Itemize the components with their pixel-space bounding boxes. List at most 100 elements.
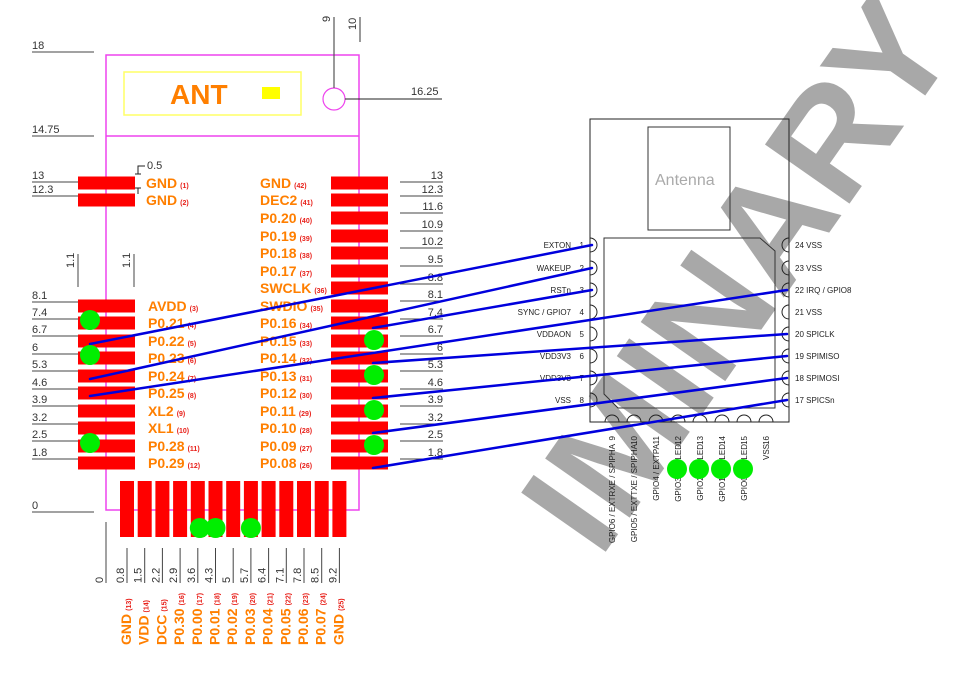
pin-label: RSTn — [551, 286, 571, 295]
dim-label: 13 — [431, 170, 443, 182]
antenna-box — [647, 126, 731, 231]
pad-gnd — [331, 176, 388, 190]
pin-label: 23 VSS — [795, 264, 822, 273]
dim-label: 9.2 — [327, 568, 339, 583]
marker-pin-15 — [733, 459, 753, 479]
dim-label: 8.1 — [32, 290, 47, 302]
castellated-pad — [736, 414, 752, 423]
castellated-pad — [589, 392, 598, 408]
marker-p0-21 — [80, 310, 100, 330]
castellated-pad — [626, 414, 642, 423]
pin-label: DEC2(41) — [260, 192, 313, 208]
pin-label: P0.10(28) — [260, 420, 312, 436]
pin-label: P0.00(17) — [189, 593, 205, 645]
pin-label: P0.28(11) — [148, 438, 200, 454]
pin-label: 17 SPICSn — [795, 396, 835, 405]
dim-label: 4.6 — [32, 377, 47, 389]
pad-gnd — [78, 193, 135, 207]
castellated-pad — [781, 237, 790, 253]
pin-label: 20 SPICLK — [795, 330, 835, 339]
pin-number: 6 — [580, 352, 585, 361]
dim-label: 4.6 — [428, 377, 443, 389]
pin-label: P0.18(38) — [260, 245, 312, 261]
wire-p0-16 — [371, 288, 594, 330]
pin-number: 9 — [608, 435, 617, 440]
left-module: ANT 9 10 16.25 1814.751312.38.17.46.765.… — [32, 16, 443, 645]
castellated-pad — [781, 260, 790, 276]
pin-label: P0.29(12) — [148, 455, 200, 471]
pin-label: P0.07(24) — [313, 593, 329, 645]
dim-label: 6 — [437, 342, 443, 354]
dim-label: 0 — [32, 500, 38, 512]
castellated-pad — [589, 326, 598, 342]
pin-label: GND(1) — [146, 175, 189, 191]
pad-xl1 — [78, 421, 135, 435]
pin-label: P0.15(33) — [260, 333, 312, 349]
pin-number: 4 — [580, 308, 585, 317]
pin-markers — [80, 310, 753, 538]
pin-label: 21 VSS — [795, 308, 822, 317]
dim-label: 7.8 — [292, 568, 304, 583]
pin-label: SYNC / GPIO7 — [518, 308, 572, 317]
dim-label-top-9: 9 — [321, 16, 333, 22]
dim-label: 2.5 — [428, 429, 443, 441]
pad-p0-10 — [331, 421, 388, 435]
wire-p0-25 — [88, 288, 789, 398]
antenna-feed-marker — [262, 87, 280, 99]
dim-label: 3.2 — [428, 412, 443, 424]
castellated-pad — [589, 282, 598, 298]
dim-label: 5.3 — [32, 359, 47, 371]
dim-label: 8.1 — [428, 289, 443, 301]
pad-bottom-9 — [279, 481, 294, 537]
pin-label: P0.30(16) — [171, 593, 187, 645]
pad-bottom-11 — [314, 481, 329, 537]
pin-label: 18 SPIMOSI — [795, 374, 839, 383]
wire-p0-10 — [371, 376, 789, 435]
pin-label: P0.19(39) — [260, 228, 312, 244]
dim-label: 3.9 — [32, 394, 47, 406]
pad-p0-08 — [331, 456, 388, 470]
pad-p0-29 — [78, 456, 135, 470]
castellated-pad — [758, 414, 774, 423]
pad-p0-14 — [331, 351, 388, 365]
pin-label: 22 IRQ / GPIO8 — [795, 286, 852, 295]
dim-label: 0 — [94, 577, 106, 583]
pin-label: EXTON — [544, 241, 572, 250]
castellated-pad — [589, 260, 598, 276]
pad-avdd — [78, 299, 135, 313]
castellated-pad — [589, 370, 598, 386]
marker-p0-03 — [240, 518, 261, 538]
dim-label: 3.9 — [428, 394, 443, 406]
pin-label: P0.04(21) — [260, 593, 276, 645]
dim-label: 5.3 — [428, 359, 443, 371]
pin-label: GND(42) — [260, 175, 307, 191]
pin-label: VDD(14) — [136, 600, 152, 645]
dim-label: 3.2 — [32, 412, 47, 424]
pin-label: P0.17(37) — [260, 263, 312, 279]
marker-pin-14 — [711, 459, 731, 479]
dim-label: 4.3 — [204, 568, 216, 583]
pin-number: 15 — [740, 435, 749, 444]
pin-label: 24 VSS — [795, 241, 822, 250]
pad-p0-18 — [331, 246, 388, 260]
pin-label: P0.12(30) — [260, 385, 312, 401]
pin-number: 8 — [580, 396, 585, 405]
dim-label: 10.9 — [422, 219, 443, 231]
pin-label: P0.13(31) — [260, 368, 312, 384]
pin-number: 11 — [652, 435, 661, 444]
wire-p0-12 — [371, 354, 789, 400]
pin-number: 13 — [696, 435, 705, 444]
dim-label: 0.8 — [115, 568, 127, 583]
pad-bottom-10 — [297, 481, 311, 537]
dim-label: 11.6 — [422, 201, 443, 213]
dim-label: 6 — [32, 342, 38, 354]
dim-label: 10.2 — [422, 236, 443, 248]
pin-label: GPIO6 / EXTRXE / SPIPHA — [608, 443, 617, 543]
pin-number: 7 — [580, 374, 585, 383]
pin-number: 10 — [630, 435, 639, 444]
pad-bottom-6 — [226, 481, 241, 537]
marker-p0-11 — [364, 400, 384, 420]
pad-bottom-3 — [173, 481, 188, 537]
pitch-label: 1.1 — [121, 253, 133, 268]
pin-label: P0.03(20) — [242, 593, 258, 645]
